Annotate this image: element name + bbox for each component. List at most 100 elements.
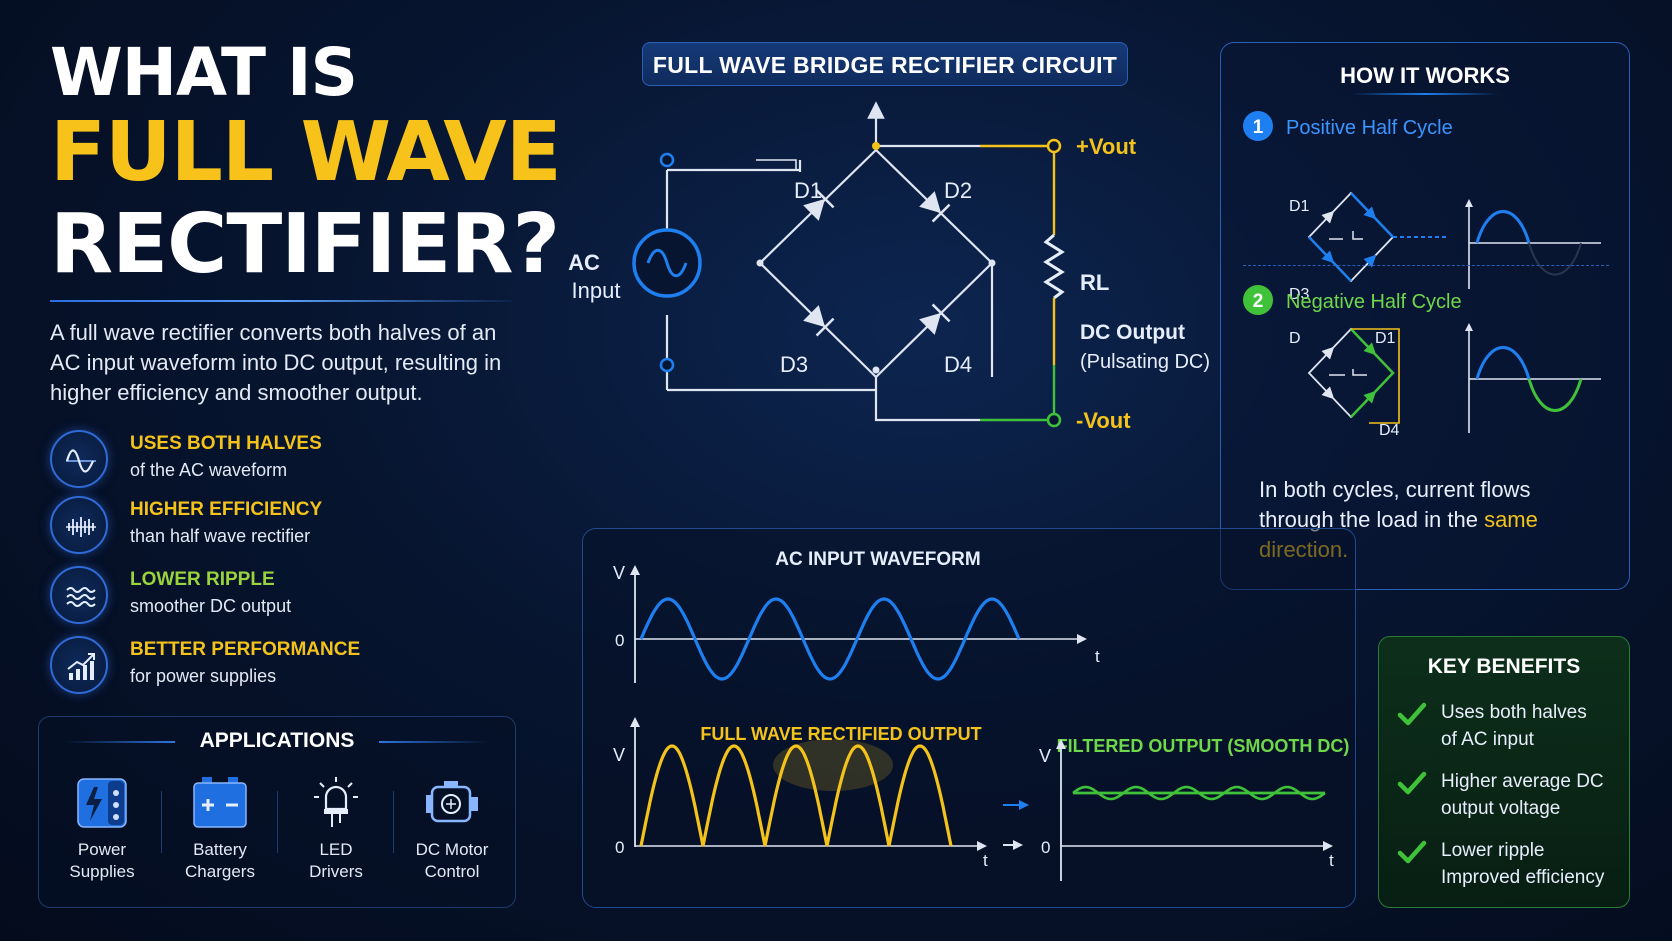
d1-label: D1 <box>794 178 822 203</box>
key-benefits-title: KEY BENEFITS <box>1427 655 1581 678</box>
ac-input-title: AC INPUT WAVEFORM <box>775 549 980 570</box>
divider <box>1351 93 1499 95</box>
resistor <box>1043 233 1065 300</box>
y-axis-arrow <box>630 565 640 575</box>
vout-pos-label: +Vout <box>1076 134 1137 159</box>
node <box>988 259 996 267</box>
feature-heading: HIGHER EFFICIENCY <box>130 499 323 520</box>
waves-icon <box>50 566 108 624</box>
y-axis-arrow <box>1056 739 1066 749</box>
ac-terminal-top <box>659 152 675 168</box>
node <box>872 366 880 374</box>
diode-label: D <box>1289 330 1301 347</box>
axis-v-label: V <box>613 563 625 583</box>
feature-sub: than half wave rectifier <box>130 526 311 546</box>
benefit-line1: Uses both halves <box>1441 702 1587 723</box>
step-number: 2 <box>1253 291 1264 312</box>
led-icon <box>314 777 358 827</box>
mini-bridge <box>1307 327 1400 424</box>
wire <box>756 159 797 170</box>
title-line-2: FULL WAVE <box>50 105 562 200</box>
divider <box>1243 265 1609 266</box>
feature-heading: USES BOTH HALVES <box>130 433 322 454</box>
benefit-line1: Lower ripple <box>1441 840 1545 861</box>
negative-half-cycle-diagram: 2 Negative Half Cycle D D1 D4 <box>1243 285 1601 439</box>
ac-label: AC <box>568 250 600 275</box>
step-label: Positive Half Cycle <box>1286 117 1453 139</box>
app-label-line2: Supplies <box>69 862 135 881</box>
feature-lower-ripple: LOWER RIPPLE smoother DC output <box>50 566 490 626</box>
axis-v-label: V <box>1039 746 1051 766</box>
benefit-line2: Improved efficiency <box>1441 867 1605 888</box>
summary-text: In both cycles, current flows through th… <box>1259 477 1531 532</box>
d2-label: D2 <box>944 178 972 203</box>
x-axis-arrow <box>1323 841 1333 851</box>
title-underline <box>50 300 512 302</box>
diode-d4 <box>919 303 951 335</box>
divider <box>65 741 175 743</box>
feature-sub: for power supplies <box>130 666 277 686</box>
sine-wave-icon <box>50 430 108 488</box>
positive-cycle-wave <box>1465 199 1601 289</box>
step-number: 1 <box>1253 117 1264 138</box>
ac-terminal-bottom <box>659 357 675 373</box>
wire <box>874 377 980 422</box>
app-label-line1: Power <box>77 840 127 859</box>
ac-label: Input <box>572 278 621 303</box>
axis-t-label: t <box>1095 647 1100 666</box>
positive-half-cycle-diagram: 1 Positive Half Cycle D1 D3 <box>1243 111 1601 303</box>
dc-output-sub: (Pulsating DC) <box>1080 351 1210 373</box>
feature-better-performance: BETTER PERFORMANCE for power supplies <box>50 636 490 696</box>
full-wave-rectified-wave <box>639 744 953 847</box>
diode-label: D1 <box>1375 330 1396 347</box>
flow-arrow-head <box>1019 800 1029 810</box>
axis-v-label: V <box>613 745 625 765</box>
dc-output-label: DC Output <box>1080 321 1185 344</box>
divider <box>277 791 278 853</box>
diode-label: D3 <box>1289 286 1310 303</box>
feature-uses-both-halves: USES BOTH HALVES of the AC waveform <box>50 430 490 490</box>
intro-text: A full wave rectifier converts both halv… <box>50 320 502 405</box>
rl-label: RL <box>1080 270 1109 295</box>
step-number-badge <box>1243 111 1273 141</box>
check-icon <box>1397 702 1427 726</box>
bridge-rectifier-circuit: AC Input D1 D2 D3 D4 +Vout -Vout RL DC O… <box>568 101 1210 433</box>
step-label: Negative Half Cycle <box>1286 291 1462 313</box>
vout-neg-label: -Vout <box>1076 408 1131 433</box>
waveforms-panel: AC INPUT WAVEFORM V 0 t FULL WAVE RECTIF… <box>582 528 1356 908</box>
battery-icon <box>193 777 247 828</box>
node <box>872 142 880 150</box>
negative-cycle-wave <box>1465 323 1601 433</box>
feature-higher-efficiency: HIGHER EFFICIENCY than half wave rectifi… <box>50 496 490 556</box>
feature-sub: smoother DC output <box>130 596 292 616</box>
vout-neg-terminal <box>1046 412 1062 428</box>
diode-d1 <box>803 189 835 221</box>
y-axis-arrow <box>630 717 640 727</box>
divider <box>161 791 162 853</box>
oscillation-icon <box>50 496 108 554</box>
filtered-ripple-wave <box>1072 785 1326 801</box>
benefit-line2: output voltage <box>1441 798 1561 819</box>
how-it-works-panel: HOW IT WORKS 1 Positive Half Cycle D1 D3 <box>1220 42 1630 590</box>
diode-d2 <box>919 191 951 223</box>
how-it-works-title: HOW IT WORKS <box>1340 63 1510 88</box>
check-icon <box>1397 840 1427 864</box>
app-label-line2: Drivers <box>309 862 363 881</box>
power-supply-icon <box>77 778 127 828</box>
vout-pos-terminal <box>1046 138 1062 154</box>
app-label-line2: Chargers <box>185 862 255 881</box>
circuit-title: FULL WAVE BRIDGE RECTIFIER CIRCUIT <box>642 42 1128 86</box>
title-line-1: WHAT IS <box>50 34 358 111</box>
axis-t-label: t <box>1329 851 1334 870</box>
x-axis-arrow <box>977 841 987 851</box>
feature-heading: LOWER RIPPLE <box>130 569 275 590</box>
x-axis-arrow <box>1077 634 1087 644</box>
divider <box>393 791 394 853</box>
app-label-line1: DC Motor <box>415 840 489 859</box>
filtered-title: FILTERED OUTPUT (SMOOTH DC) <box>1057 736 1350 756</box>
